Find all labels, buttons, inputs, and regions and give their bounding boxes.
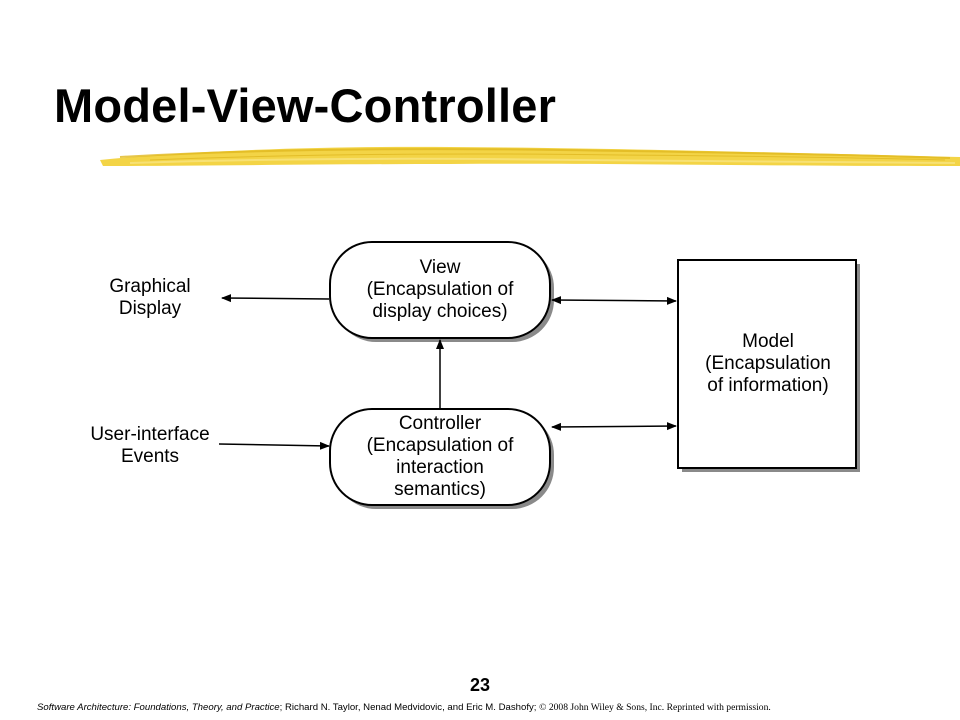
arrow-view-to-display: [221, 294, 330, 303]
view-label: View (Encapsulation of display choices): [366, 257, 514, 322]
arrow-view-model: [551, 296, 677, 305]
highlighter-streak: [149, 153, 946, 161]
footer-authors: ; Richard N. Taylor, Nenad Medvidovic, a…: [279, 702, 540, 713]
highlighter-streak: [119, 148, 951, 159]
slide-title: Model-View-Controller: [54, 79, 557, 132]
model-label: Model (Encapsulation of information): [705, 331, 831, 396]
controller-node: [329, 408, 554, 509]
footer-book-title: Software Architecture: Foundations, Theo…: [37, 702, 280, 713]
model-node: [677, 259, 860, 472]
arrow-controller-model: [551, 422, 677, 431]
footer-citation: Software Architecture: Foundations, Theo…: [37, 702, 771, 713]
controller-label: Controller (Encapsulation of interaction…: [366, 413, 514, 500]
highlighter-streak: [129, 157, 956, 164]
arrow-events-to-controller: [218, 441, 330, 450]
footer-copyright: © 2008 John Wiley & Sons, Inc. Reprinted…: [539, 702, 771, 713]
ui-events-label: User-interface Events: [90, 424, 210, 467]
graphical-display-label: Graphical Display: [109, 276, 191, 319]
page-number: 23: [469, 675, 491, 695]
view-node: [329, 241, 554, 342]
